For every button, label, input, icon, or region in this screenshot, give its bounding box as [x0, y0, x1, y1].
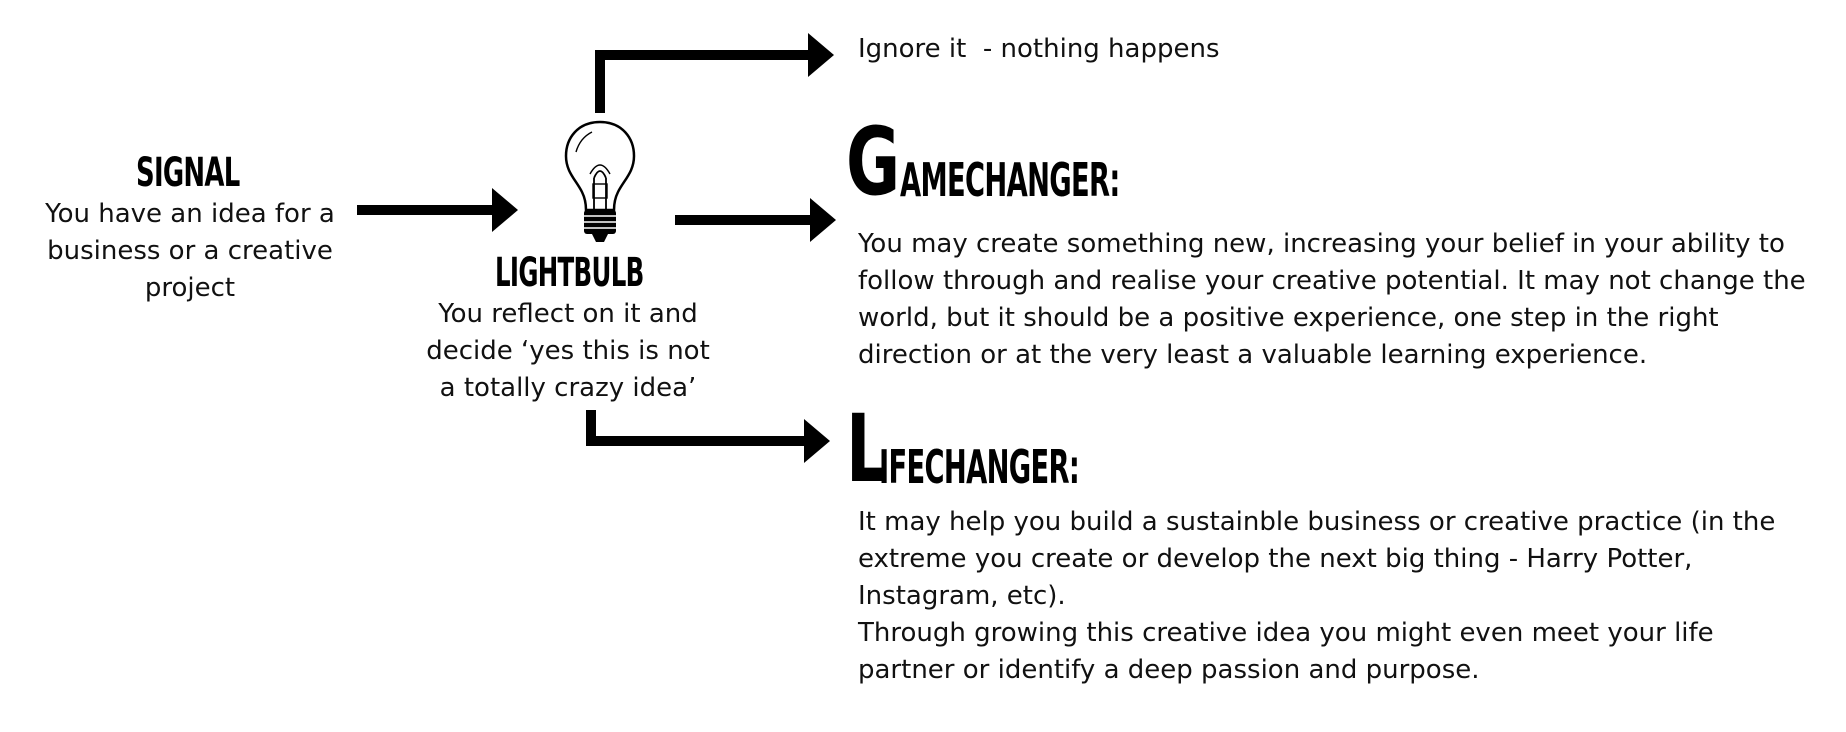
arrow-signal-to-lightbulb — [357, 188, 518, 232]
gamechanger-description: You may create something new, increasing… — [858, 229, 1806, 370]
lifechanger-description-2: Through growing this creative idea you m… — [858, 618, 1714, 685]
arrow-lightbulb-to-ignore — [595, 33, 834, 113]
lightbulb-description: You reflect on it and decide ‘yes this i… — [426, 299, 710, 403]
lifechanger-rest: IFECHANGER: — [878, 440, 1080, 494]
lifechanger-description-1: It may help you build a sustainble busin… — [858, 507, 1776, 611]
gamechanger-rest: AMECHANGER: — [900, 153, 1121, 207]
arrow-lightbulb-to-gamechanger — [675, 198, 836, 242]
signal-title: SIGNAL — [136, 150, 240, 196]
lightbulb-title: LIGHTBULB — [495, 250, 644, 296]
gamechanger-initial: G — [846, 108, 900, 217]
lightbulb-icon — [564, 120, 636, 242]
lifechanger-heading: LIFECHANGER: — [846, 395, 1182, 504]
ignore-outcome-text: Ignore it - nothing happens — [858, 34, 1220, 64]
gamechanger-heading: GAMECHANGER: — [846, 108, 1233, 217]
lifechanger-initial: L — [846, 395, 888, 504]
signal-description: You have an idea for a business or a cre… — [45, 199, 335, 303]
arrow-lightbulb-to-lifechanger — [586, 410, 830, 463]
